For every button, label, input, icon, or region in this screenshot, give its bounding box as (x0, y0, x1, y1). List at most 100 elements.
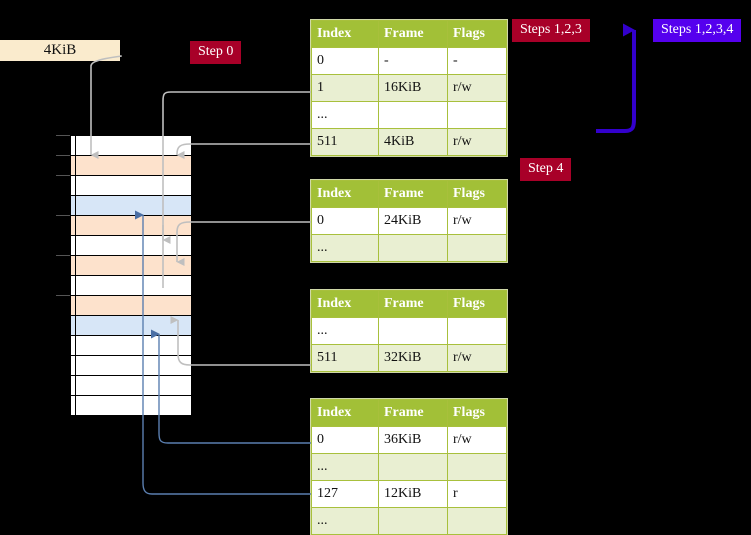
memory-block (71, 376, 191, 396)
table-row: 0-- (311, 47, 507, 75)
table-row: ... (311, 234, 507, 262)
column-header-frame: Frame (378, 20, 448, 48)
cell-flags: - (447, 47, 507, 75)
memory-block (71, 196, 191, 216)
frame-size-tag: 4KiB (0, 40, 120, 61)
arrow-table1-row511 (176, 143, 311, 159)
cell-flags: r (447, 480, 507, 508)
column-header-flags: Flags (447, 290, 507, 318)
cell-frame (378, 234, 448, 262)
cell-flags: r/w (447, 128, 507, 156)
memory-block (71, 136, 191, 156)
table-row: ... (311, 453, 507, 481)
steps-123-badge: Steps 1,2,3 (512, 19, 590, 42)
memory-block (71, 156, 191, 176)
memory-block (71, 256, 191, 276)
cell-flags: r/w (447, 207, 507, 235)
arrow-table2-row0 (176, 221, 311, 266)
cell-flags (447, 101, 507, 129)
step-0-badge: Step 0 (190, 41, 242, 64)
arrow-table3-row511 (170, 316, 311, 366)
cell-frame: 32KiB (378, 344, 448, 372)
memory-tick (56, 135, 70, 136)
column-header-index: Index (311, 180, 379, 208)
memory-divider-line (75, 135, 76, 415)
cell-flags (447, 507, 507, 535)
cell-frame: 16KiB (378, 74, 448, 102)
memory-tick (56, 175, 70, 176)
column-header-frame: Frame (378, 180, 448, 208)
frame-size-label: 4KiB (43, 42, 77, 58)
step-0-label: Step 0 (198, 44, 234, 59)
steps-123-label: Steps 1,2,3 (520, 22, 582, 37)
cell-flags (447, 234, 507, 262)
column-header-index: Index (311, 399, 379, 427)
steps-1234-badge: Steps 1,2,3,4 (653, 19, 742, 42)
cell-index: 0 (311, 47, 379, 75)
table-row: ... (311, 317, 507, 345)
cell-index: 511 (311, 128, 379, 156)
cell-frame (378, 101, 448, 129)
cell-index: ... (311, 453, 379, 481)
memory-block (71, 276, 191, 296)
memory-tick (56, 155, 70, 156)
table-row: ... (311, 507, 507, 535)
cell-flags (447, 453, 507, 481)
cell-index: ... (311, 507, 379, 535)
arrow-steps-loop (596, 23, 636, 133)
memory-block (71, 216, 191, 236)
cell-index: ... (311, 317, 379, 345)
memory-block (71, 356, 191, 376)
cell-index: ... (311, 234, 379, 262)
physical-memory-column (70, 135, 191, 416)
cell-index: 511 (311, 344, 379, 372)
memory-tick (56, 215, 70, 216)
memory-block (71, 336, 191, 356)
table-row: ... (311, 101, 507, 129)
memory-block (71, 236, 191, 256)
cell-index: 0 (311, 207, 379, 235)
cell-frame: 4KiB (378, 128, 448, 156)
cell-index: 0 (311, 426, 379, 454)
cell-index: ... (311, 101, 379, 129)
cell-index: 1 (311, 74, 379, 102)
cell-frame: 12KiB (378, 480, 448, 508)
cell-frame: 36KiB (378, 426, 448, 454)
column-header-index: Index (311, 20, 379, 48)
cell-flags (447, 317, 507, 345)
cell-frame (378, 507, 448, 535)
step-4-label: Step 4 (528, 161, 564, 176)
column-header-frame: Frame (378, 290, 448, 318)
step-4-badge: Step 4 (520, 158, 572, 181)
memory-block (71, 396, 191, 416)
cell-frame (378, 453, 448, 481)
memory-block (71, 176, 191, 196)
cell-flags: r/w (447, 426, 507, 454)
cell-flags: r/w (447, 344, 507, 372)
cell-frame (378, 317, 448, 345)
cell-flags: r/w (447, 74, 507, 102)
memory-block (71, 316, 191, 336)
column-header-flags: Flags (447, 20, 507, 48)
column-header-frame: Frame (378, 399, 448, 427)
column-header-index: Index (311, 290, 379, 318)
column-header-flags: Flags (447, 180, 507, 208)
memory-block (71, 296, 191, 316)
cell-frame: 24KiB (378, 207, 448, 235)
memory-tick (56, 255, 70, 256)
steps-1234-label: Steps 1,2,3,4 (661, 22, 734, 37)
column-header-flags: Flags (447, 399, 507, 427)
cell-index: 127 (311, 480, 379, 508)
memory-tick (56, 295, 70, 296)
